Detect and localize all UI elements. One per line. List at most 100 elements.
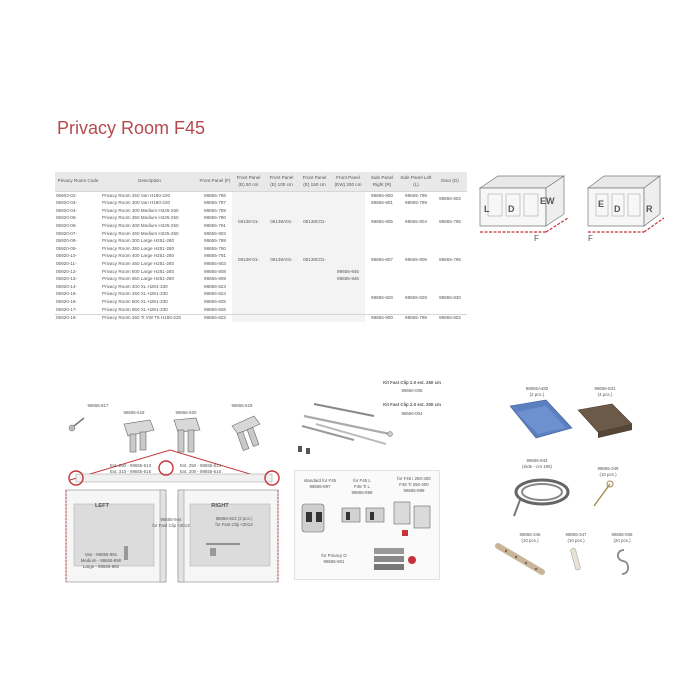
table-row: 05920-10- Privacy Room 400 Large H251-28… [55,253,467,261]
table-header-row: Privacy Room Code Description Front Pane… [55,172,467,193]
f45i-label-1: for F45 i 250-300 [397,476,431,481]
van-code-2: Medium - 98655-890 [80,558,122,563]
room-diagram-side-r: E D R F [586,175,665,242]
tent-peg-icon [593,480,614,507]
table-row: 05920-04- Privacy Room 300 Medium H225-2… [55,207,467,238]
cell-e150: 06138C01- [298,237,331,284]
part-006-qty: (20 pcs.) [613,538,631,543]
letter-f: F [588,234,593,242]
col-header: Privacy Room Code [55,172,101,193]
table-row: 05920-14- Privacy Room 400 XL H281-330 9… [55,283,467,315]
row-code: 05920-11- [56,261,77,267]
col-header: Front Panel (E) 150 cm [298,172,331,193]
table-row: 05920-07- Privacy Room 450 Medium H225-2… [55,230,467,238]
cell-door: 98655-830 [439,295,461,301]
part-code-620: 98655-620 [175,410,197,415]
fastclip-left-code: 98655-944 [160,517,182,522]
col-header: Front Panel (EW) 200 cm [331,172,365,193]
bracket-f45i-icon [393,501,431,536]
col-header: Side Panel Right (R) [365,172,399,193]
table-row: 05920-17- Privacy Room 550 XL H281-330 9… [55,306,467,314]
std-code: 98655-897 [309,484,331,489]
cell-side-right: 98655-800 [371,192,393,198]
f45i-label-2: F45 Ti 250-300 [399,482,429,487]
cell-side-left: 98655-798 [405,192,427,198]
table-row: 05920-16- Privacy Room 500 XL H281-330 9… [55,299,467,307]
row-code: 05603-02- [56,192,77,198]
table-row: 05920-13- Privacy Room 550 Large H251-28… [55,275,467,284]
rubber-strip-icon [513,478,570,517]
row-desc: Privacy Room 300 Medium H225-250 [102,207,179,213]
row-desc: Privacy Room 400 XL H281-330 [102,283,168,289]
row-desc: Privacy Room 400 Medium H225-250 [102,223,179,229]
part-831-qty: (4 pcs.) [597,392,613,397]
row-code: 05920-06- [56,223,77,229]
row-code: 05920-05- [56,215,77,221]
clip-619-icon [231,415,261,451]
table-row: 05920-05- Privacy Room 350 Medium H225-2… [55,215,467,223]
row-desc: Privacy Room 400 Large H251-280 [102,253,175,259]
fastclip-right-note: for Fast Clip <2013 [215,522,253,527]
f45l-code: 98655-898 [351,490,373,495]
row-front: 98655-823 [204,283,226,289]
col-header: Description [101,172,198,193]
kit-200-title: Kit Fast Clip 2.0 ext. 200 cm [383,402,441,407]
row-code: 05920-12- [56,268,77,274]
table-row: 05920-09- Privacy Room 350 Large H251-28… [55,245,467,253]
cell-e50: 06138-01- [232,237,265,284]
clip-parts-row [68,415,261,453]
row-desc: Privacy Room 250 Van H180-220 [102,192,171,198]
row-front: 98655-808 [204,268,226,274]
ext-right-text-2: Ext. 200 - 98655-616 [180,469,222,474]
row-code: 05920-09- [56,245,77,251]
table-row: 05603-02- Privacy Room 250 Van H180-220 … [55,191,467,208]
cell-door: 98655-795 [439,257,461,263]
std-label: standard for F45 [303,478,337,483]
table-row: 05920-15- Privacy Room 450 XL H281-330 9… [55,291,467,299]
fastclip-left-note: for Fast Clip <2013 [152,523,190,528]
cell-side-left: 98655-798 [399,313,433,323]
row-code: 05920-10- [56,253,77,259]
letter-l: L [484,204,490,214]
part-347-qty: (10 pcs.) [567,538,585,543]
row-front: 98655-786 [204,192,226,198]
row-front: 98655-803 [204,261,226,267]
row-front: 98655-824 [204,291,226,297]
row-desc: Privacy Room 450 Medium H225-250 [102,230,179,236]
table-row: 05920-12- Privacy Room 500 Large H251-28… [55,268,467,276]
f45l-label-1: for F45 L [353,478,371,483]
row-front: 98655-789 [204,238,226,244]
part-code-618: 98655-618 [123,410,145,415]
col-header: Front Panel (E) 100 cm [265,172,298,193]
bracket-set-box [294,470,440,580]
row-front: 98655-791 [204,223,226,229]
letter-d: D [614,204,621,214]
row-front: 98655-789 [204,207,226,213]
cell-side-left: 98655-806 [405,257,427,263]
cell-door: 98655-795 [439,219,461,225]
row-desc: Privacy Room 450 Large H251-280 [102,261,175,267]
van-code-1: Van - 98655-891 [84,552,118,557]
table-row: 05920-18- Privacy Room 260 Ti VW T5 H180… [55,313,467,323]
s-hook-icon [616,549,630,575]
awning-assembly-diagram [65,449,280,583]
row-front: 98655-809 [204,276,226,282]
cell-side-right: 98655-829 [371,295,393,301]
part-482-qty: (2 pcs.) [529,392,545,397]
letter-ew: EW [540,196,555,206]
cell-e50: 06138-01- [232,207,265,238]
letter-d: D [508,204,515,214]
cell-ew: 98655-945 [331,275,365,284]
van-code-3: Large - 98655-892 [82,564,120,569]
clip-620-icon [173,417,201,453]
row-front: 98655-790 [204,245,226,251]
ext-left-text-2: Ext. 310 - 98655-615 [110,469,152,474]
row-front: 98655-803 [204,230,226,236]
col-header: Side Panel Left (L) [399,172,433,193]
table-row: 05920-03- Privacy Room 300 Van H180-220 … [55,200,467,208]
col-header: Front Panel (F) [198,172,232,193]
spec-table: Privacy Room Code Description Front Pane… [55,172,467,323]
row-code: 05920-14- [56,283,77,289]
fastclip-left-icon [124,546,128,560]
row-front: 98655-787 [204,200,226,206]
